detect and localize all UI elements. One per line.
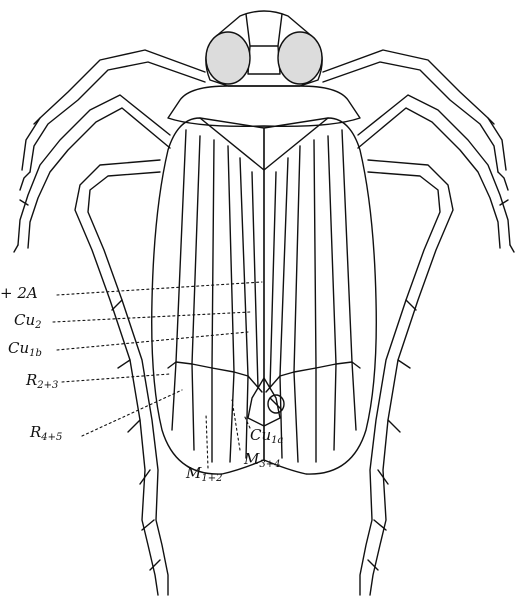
label-r4-5-sub: 4+5 <box>41 432 62 443</box>
label-m3-4: M3+4 <box>244 452 280 470</box>
right-eye <box>278 32 322 84</box>
label-m1-2: M1+2 <box>186 466 222 484</box>
left-wing <box>152 118 264 474</box>
abdomen-tip <box>248 378 284 426</box>
label-r4-5: R4+5 <box>30 425 62 443</box>
label-m3-4-text: M <box>244 450 259 468</box>
label-cu2: Cu2 <box>14 313 42 331</box>
label-cu1b: Cu1b <box>8 341 42 359</box>
label-m1-2-sub: 1+2 <box>201 473 222 484</box>
label-r2-3: R2+3 <box>26 373 58 391</box>
right-wing <box>264 118 376 474</box>
label-cu1b-text: Cu <box>8 339 29 357</box>
label-cu-plus-2a: + 2A <box>0 286 38 304</box>
label-cu-plus-2a-text: + 2A <box>0 284 38 302</box>
head <box>206 11 322 86</box>
label-cu1a: Cu1a <box>250 428 283 446</box>
label-r2-3-sub: 2+3 <box>37 380 58 391</box>
label-r4-5-text: R <box>30 423 41 441</box>
label-m3-4-sub: 3+4 <box>259 459 280 470</box>
label-cu2-sub: 2 <box>35 320 41 331</box>
label-m1-2-text: M <box>186 464 201 482</box>
label-cu1b-sub: 1b <box>29 348 42 359</box>
label-cu1a-text: Cu <box>250 426 271 444</box>
left-eye <box>206 32 250 84</box>
label-cu1a-sub: 1a <box>271 435 283 446</box>
label-r2-3-text: R <box>26 371 37 389</box>
label-cu2-text: Cu <box>14 311 35 329</box>
